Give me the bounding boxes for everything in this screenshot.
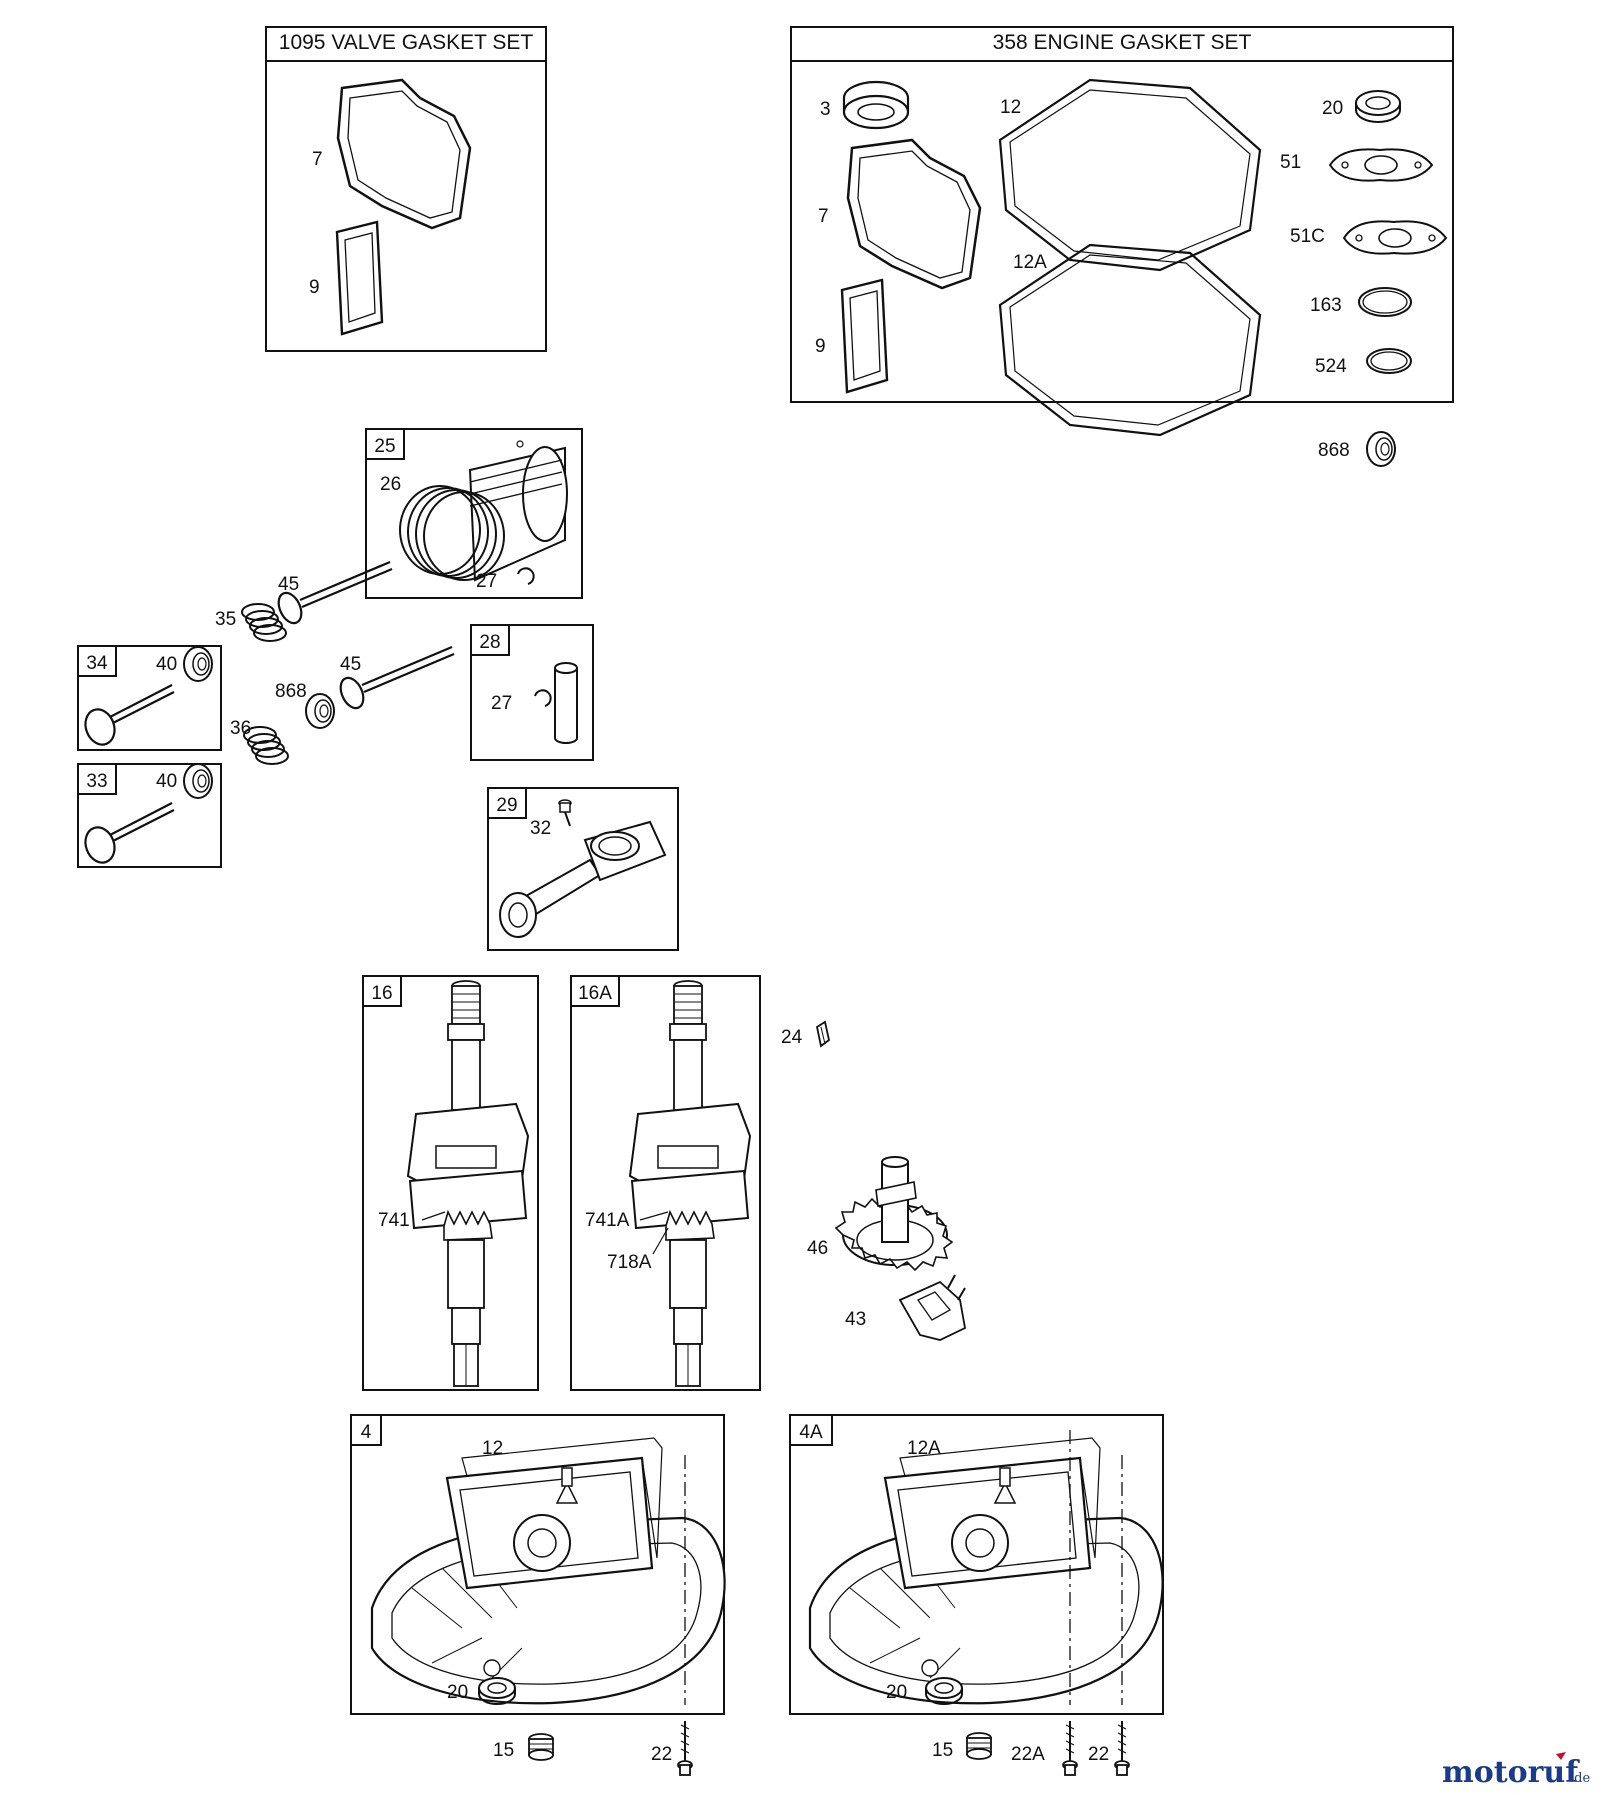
part-label-524: 524 <box>1315 356 1347 377</box>
intake-gasket-2-drawing <box>840 278 889 394</box>
piston-box-25: 25 26 27 <box>365 428 583 599</box>
box-title-25: 25 <box>374 436 395 457</box>
oil-seal-drawing <box>842 80 910 130</box>
part-label-15-a: 15 <box>493 1740 514 1761</box>
governor-drawing <box>898 1274 967 1341</box>
watermark-brand: motoruf <box>1442 1755 1580 1790</box>
valve-gasket-set-title: 1095 VALVE GASKET SET <box>279 31 534 54</box>
valve-box-33: 33 40 <box>77 763 222 868</box>
valve-33-drawing <box>84 802 175 864</box>
part-label-51: 51 <box>1280 152 1301 173</box>
bolt-22-a-drawing <box>677 1720 693 1776</box>
box-title-16: 16 <box>371 983 392 1004</box>
retaining-ring-28-drawing <box>534 689 552 707</box>
drain-plug-15-b-drawing <box>966 1732 992 1760</box>
piston-rings-drawing <box>399 485 505 581</box>
part-label-36: 36 <box>230 718 251 739</box>
part-label-45-a: 45 <box>278 574 299 595</box>
crankshaft-box-16: 16 741 <box>362 975 539 1391</box>
sump-box-4: 4 12 20 <box>350 1414 726 1715</box>
part-label-7: 7 <box>312 149 323 170</box>
crank-key-drawing <box>815 1020 831 1048</box>
part-label-12: 12 <box>1000 97 1021 118</box>
camshaft-gear-drawing <box>834 1156 954 1272</box>
watermark-tld: .de <box>1570 1771 1590 1786</box>
part-label-40-a: 40 <box>156 654 177 675</box>
o-ring-163-drawing <box>1358 287 1412 317</box>
part-label-22a: 22A <box>1011 1744 1045 1765</box>
rod-bolt-drawing <box>558 799 572 827</box>
part-label-15-b: 15 <box>932 1740 953 1761</box>
box-title-16a: 16A <box>578 983 612 1004</box>
bolt-22a-drawing <box>1062 1720 1078 1776</box>
box-title-34: 34 <box>86 653 108 674</box>
part-label-46: 46 <box>807 1238 828 1259</box>
sump-4a-seal-20-drawing <box>925 1677 963 1705</box>
part-label-741a: 741A <box>585 1210 630 1231</box>
part-label-27-b: 27 <box>491 693 512 714</box>
exhaust-gasket-51-drawing <box>1328 148 1434 182</box>
part-label-868-top: 868 <box>1318 440 1350 461</box>
box-title-4a: 4A <box>799 1422 823 1443</box>
part-label-22-a: 22 <box>651 1744 672 1765</box>
part-label-24: 24 <box>781 1027 803 1048</box>
o-ring-524-drawing <box>1366 348 1412 374</box>
seal-40-a-drawing <box>183 646 213 682</box>
part-label-20-sump-4a: 20 <box>886 1682 907 1703</box>
part-label-12a: 12A <box>1013 252 1047 273</box>
part-label-7b: 7 <box>818 206 829 227</box>
part-label-9: 9 <box>309 277 320 298</box>
valve-34-drawing <box>84 684 175 746</box>
part-label-868-mid: 868 <box>275 681 307 702</box>
part-label-12a-sump: 12A <box>907 1438 941 1459</box>
part-label-40-b: 40 <box>156 771 177 792</box>
connecting-rod-drawing <box>499 820 667 938</box>
crankshaft-box-16a: 16A 741A 718A <box>570 975 761 1391</box>
connecting-rod-box-29: 29 32 <box>487 787 679 951</box>
box-title-33: 33 <box>86 771 107 792</box>
part-label-27: 27 <box>476 571 497 592</box>
part-label-741: 741 <box>378 1210 410 1231</box>
part-label-51c: 51C <box>1290 226 1325 247</box>
bolt-22-b-drawing <box>1114 1720 1130 1776</box>
box-title-28: 28 <box>479 632 500 653</box>
exhaust-gasket-51c-drawing <box>1342 220 1448 255</box>
retaining-ring-drawing <box>517 567 535 585</box>
part-label-35: 35 <box>215 609 236 630</box>
watermark-logo: motoruf .de <box>1442 1752 1590 1790</box>
piston-pin-drawing <box>554 662 578 744</box>
part-label-22-b: 22 <box>1088 1744 1109 1765</box>
part-label-718a: 718A <box>607 1252 652 1273</box>
valve-box-34: 34 40 <box>77 645 222 751</box>
part-label-20-sump: 20 <box>447 1682 468 1703</box>
part-label-32: 32 <box>530 818 551 839</box>
seal-20-drawing <box>1355 90 1401 123</box>
part-label-20: 20 <box>1322 98 1343 119</box>
sump-seal-20-drawing <box>478 1677 516 1705</box>
part-label-3: 3 <box>820 99 831 120</box>
part-label-163: 163 <box>1310 295 1342 316</box>
engine-gasket-set-title: 358 ENGINE GASKET SET <box>993 31 1252 54</box>
part-label-26: 26 <box>380 474 401 495</box>
seal-40-b-drawing <box>183 763 213 799</box>
drain-plug-15-a-drawing <box>528 1733 554 1761</box>
part-label-45-b: 45 <box>340 654 361 675</box>
piston-pin-box-28: 28 27 <box>470 624 594 761</box>
engine-gasket-set-box: 358 ENGINE GASKET SET 3 12 7 9 12A 20 <box>790 26 1454 437</box>
valve-gasket-set-box: 1095 VALVE GASKET SET 7 9 <box>265 26 547 352</box>
valve-seal-868-mid-drawing <box>305 693 335 729</box>
valve-seal-868-drawing <box>1366 431 1396 467</box>
sump-box-4a: 4A 12A 20 <box>789 1414 1164 1715</box>
part-label-9b: 9 <box>815 336 826 357</box>
part-label-43: 43 <box>845 1309 866 1330</box>
box-title-29: 29 <box>496 795 517 816</box>
intake-gasket-drawing <box>335 220 384 336</box>
box-title-4: 4 <box>361 1422 372 1443</box>
